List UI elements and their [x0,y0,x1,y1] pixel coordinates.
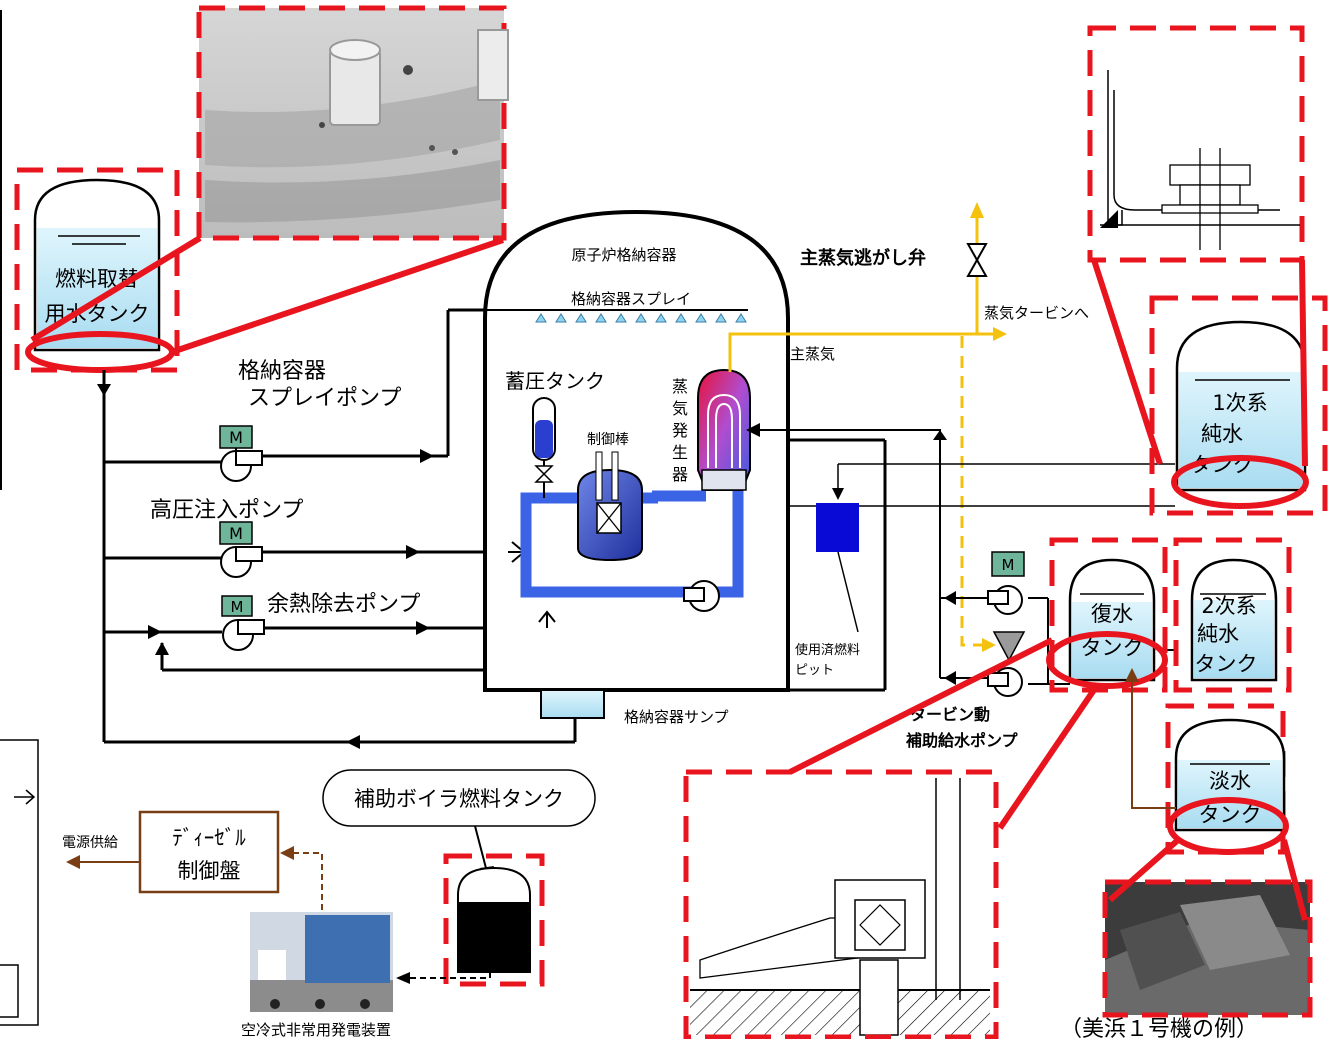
secondary-water-tank: 2次系 純水 タンク [1173,537,1292,693]
sg-label-2: 気 [672,399,688,418]
callout-line [1108,837,1180,903]
callout-line [171,237,504,355]
callout-line [1091,259,1163,465]
callout-ellipse [1171,455,1309,509]
motor-label: M [229,524,243,543]
primary-tank-label-1: 1次系 [1212,391,1267,415]
secondary-tank-label-3: タンク [1195,652,1258,676]
diesel-panel-label-1: ﾃﾞｨｰｾﾞﾙ [172,826,246,850]
sg-label-1: 蒸 [672,377,688,396]
motor-afw-pump: M [987,551,1025,615]
main-steam-relief-valve: 主蒸気逃がし弁 [800,243,988,277]
spent-fuel-pit: 使用済燃料 ピット [795,503,860,678]
secondary-tank-label-1: 2次系 [1201,594,1256,618]
turbine-afw-pump: タービン動 補助給水ポンプ [905,631,1026,750]
to-turbine-label: 蒸気タービンへ [984,304,1089,322]
hp-injection-pump-label: 高圧注入ポンプ [150,498,303,523]
condensate-tank: 復水 タンク [1046,537,1168,693]
steam-generator: 蒸 気 発 生 器 [672,368,751,491]
cv-sump-label: 格納容器サンプ [624,708,729,726]
cv-spray-label: 格納容器スプレイ [571,290,691,308]
condensate-anchor-drawing [683,769,999,1039]
tank-base-photo [196,5,509,241]
sg-label-5: 器 [672,465,688,484]
refueling-tank-label-1: 燃料取替 [55,267,139,291]
callout-line [1281,839,1308,921]
spray-nozzles [535,313,747,323]
motor-label: M [231,598,244,616]
reactor-vessel: 制御棒 [577,432,643,562]
condensate-tank-label-2: タンク [1081,636,1144,660]
rhr-pump: M [221,595,265,651]
air-cooled-generator: 空冷式非常用発電装置 [241,912,393,1039]
callout-ellipse [1167,797,1289,855]
sg-label-4: 生 [672,443,688,462]
cv-spray-pump-label-1: 格納容器 [238,359,326,384]
aux-boiler-fuel-tank: 補助ボイラ燃料タンク [322,769,596,987]
rhr-pump-label: 余熱除去ポンプ [267,592,420,617]
fresh-tank-base-photo [1102,879,1313,1018]
sg-label-3: 発 [672,421,688,440]
callout-line [788,637,1054,775]
callout-line [30,235,202,343]
sfp-label-1: 使用済燃料 [795,642,860,658]
sfp-label-2: ピット [795,663,834,678]
fresh-water-tank: 淡水 タンク [1125,668,1289,855]
containment-vessel: 原子炉格納容器 格納容器スプレイ 格納容器サンプ [483,209,790,726]
cv-spray-pump: M [219,425,263,482]
primary-water-tank: 1次系 純水 タンク [1149,295,1328,516]
power-supply-label: 電源供給 [62,835,118,851]
motor-label: M [229,428,243,447]
diesel-control-panel: ﾃﾞｨｰｾﾞﾙ 制御盤 電源供給 [62,810,323,910]
turbine-afw-label-2: 補助給水ポンプ [905,731,1019,750]
hp-injection-pump: M [219,521,263,578]
accumulator-label: 蓄圧タンク [505,369,605,393]
condensate-tank-label-1: 復水 [1091,602,1133,626]
containment-label: 原子炉格納容器 [571,246,676,264]
relief-valve-label: 主蒸気逃がし弁 [800,247,926,269]
aux-boiler-label: 補助ボイラ燃料タンク [354,787,564,811]
accumulator-tank: 蓄圧タンク [505,369,605,498]
secondary-tank-label-2: 純水 [1197,622,1239,646]
main-steam-label: 主蒸気 [790,345,835,363]
callout-line [997,682,1101,830]
motor-label: M [1002,556,1015,574]
diesel-panel-label-2: 制御盤 [178,859,241,883]
generator-label: 空冷式非常用発電装置 [241,1021,391,1039]
example-caption: （美浜１号機の例） [1060,1017,1258,1039]
turbine-afw-label-1: タービン動 [910,705,990,724]
callout-ellipse [1046,631,1168,689]
control-rod-label: 制御棒 [587,432,629,448]
fresh-water-tank-label-1: 淡水 [1209,769,1251,793]
partial-legend-box [0,739,39,1026]
callout-line [1299,259,1308,467]
fresh-water-tank-label-2: タンク [1199,803,1262,827]
feedwater-piping [746,423,1178,692]
cv-spray-pump-label-2: スプレイポンプ [248,386,401,411]
primary-tank-label-2: 純水 [1201,422,1243,446]
primary-tank-anchor-drawing [1087,25,1305,263]
